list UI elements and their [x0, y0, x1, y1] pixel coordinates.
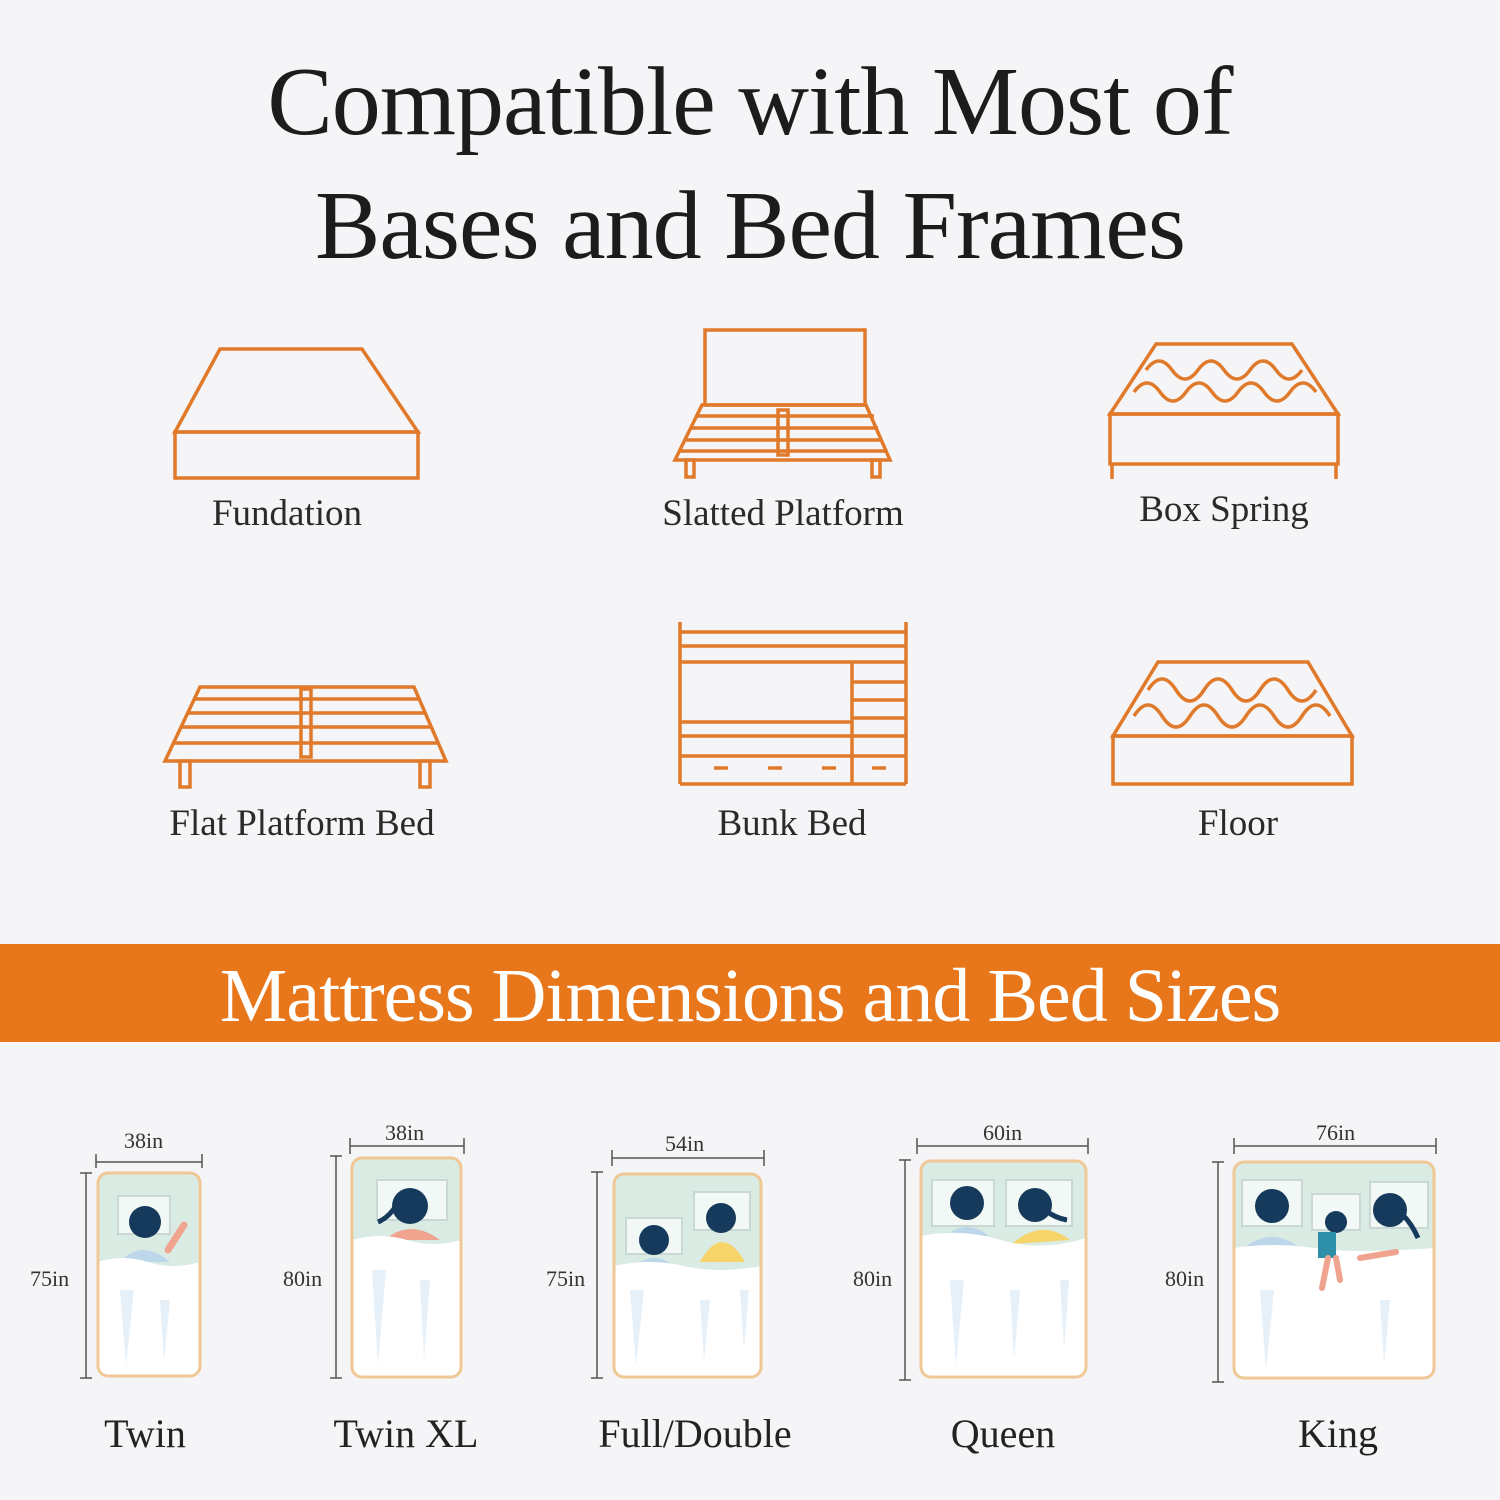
banner-title: Mattress Dimensions and Bed Sizes: [219, 954, 1281, 1038]
king-length-label: 80in: [1165, 1266, 1205, 1291]
page-title: Compatible with Most of Bases and Bed Fr…: [0, 40, 1500, 288]
mattress-full-double: [612, 1172, 763, 1379]
base-label-bunk-bed: Bunk Bed: [717, 803, 867, 844]
size-name-full-double: Full/Double: [598, 1411, 792, 1456]
title-line-2: Bases and Bed Frames: [315, 172, 1186, 280]
twin-xl-length-label: 80in: [283, 1266, 323, 1291]
queen-length-label: 80in: [853, 1266, 893, 1291]
base-label-flat-platform-bed: Flat Platform Bed: [169, 803, 435, 844]
box-spring-icon: [1106, 342, 1342, 479]
mattress-size-diagrams: [80, 1138, 1437, 1383]
slatted-platform-icon: [672, 328, 893, 479]
full-length-label: 75in: [546, 1266, 586, 1291]
full-width-label: 54in: [665, 1131, 705, 1156]
king-width-label: 76in: [1316, 1120, 1356, 1145]
base-label-slatted-platform: Slatted Platform: [662, 493, 904, 534]
mattress-twin: [96, 1171, 202, 1378]
mattress-queen: [919, 1159, 1088, 1379]
size-name-king: King: [1298, 1411, 1378, 1456]
mattress-twin-xl: [350, 1156, 463, 1379]
twin-width-label: 38in: [124, 1128, 164, 1153]
mattress-king: [1232, 1160, 1436, 1380]
title-line-1: Compatible with Most of: [267, 48, 1233, 156]
flat-platform-bed-icon: [162, 685, 449, 789]
twin-length-label: 75in: [30, 1266, 70, 1291]
base-label-floor: Floor: [1197, 803, 1279, 844]
section-banner: [0, 944, 1500, 1042]
twin-xl-width-label: 38in: [385, 1120, 425, 1145]
size-name-twin-xl: Twin XL: [333, 1411, 479, 1456]
base-label-foundation: Fundation: [211, 493, 363, 534]
size-name-queen: Queen: [950, 1411, 1056, 1456]
bunk-bed-icon: [678, 622, 908, 786]
queen-width-label: 60in: [983, 1120, 1023, 1145]
floor-icon: [1109, 660, 1356, 786]
foundation-icon: [172, 347, 422, 480]
size-name-twin: Twin: [104, 1411, 186, 1456]
base-label-box-spring: Box Spring: [1139, 489, 1309, 530]
